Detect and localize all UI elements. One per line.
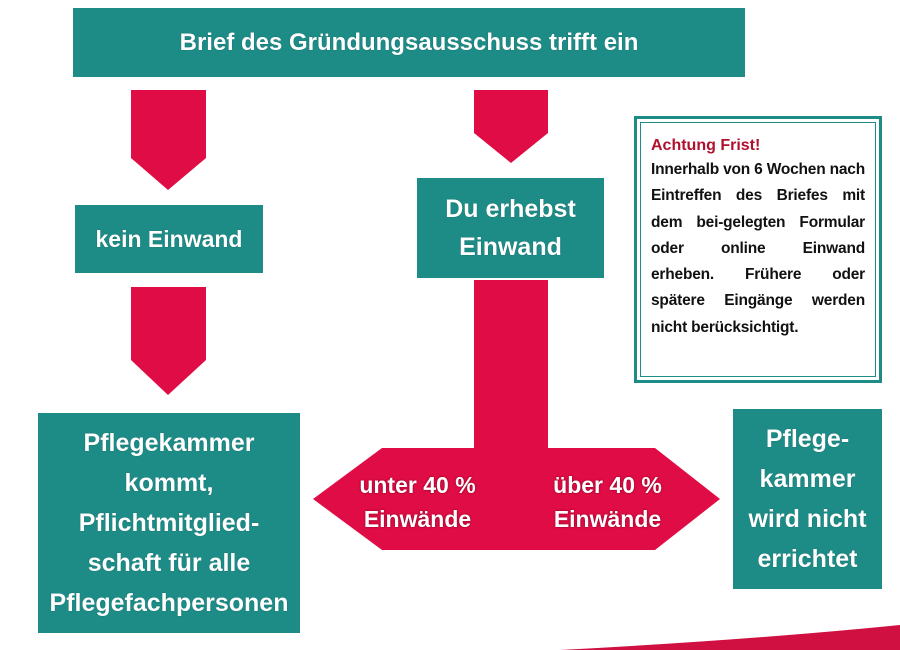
arrow-down-right-1 bbox=[474, 90, 548, 163]
start-box: Brief des Gründungsausschuss trifft ein bbox=[73, 8, 745, 77]
branch-under-40-label: unter 40 % Einwände bbox=[345, 468, 490, 536]
objection-box: Du erhebst Einwand bbox=[417, 178, 604, 278]
result-chamber-comes: Pflegekammer kommt, Pflichtmitglied-scha… bbox=[38, 413, 300, 633]
branch-right-line1: über 40 % bbox=[553, 472, 662, 498]
notice-title: Achtung Frist! bbox=[651, 137, 761, 154]
branch-left-line2: Einwände bbox=[363, 506, 472, 532]
branch-arrow bbox=[313, 280, 720, 550]
arrow-down-left-2 bbox=[131, 287, 206, 395]
arrow-down-left-1 bbox=[131, 90, 206, 190]
no-objection-box: kein Einwand bbox=[75, 205, 263, 273]
branch-left-line1: unter 40 % bbox=[359, 472, 476, 498]
branch-over-40-label: über 40 % Einwände bbox=[535, 468, 680, 536]
result-chamber-not-established: Pflege-kammer wird nicht errichtet bbox=[733, 409, 882, 589]
notice-body: Innerhalb von 6 Wochen nach Eintreffen d… bbox=[651, 161, 865, 336]
deadline-notice: Achtung Frist! Innerhalb von 6 Wochen na… bbox=[634, 116, 882, 383]
branch-right-line2: Einwände bbox=[553, 506, 662, 532]
bottom-swoosh bbox=[560, 625, 900, 650]
